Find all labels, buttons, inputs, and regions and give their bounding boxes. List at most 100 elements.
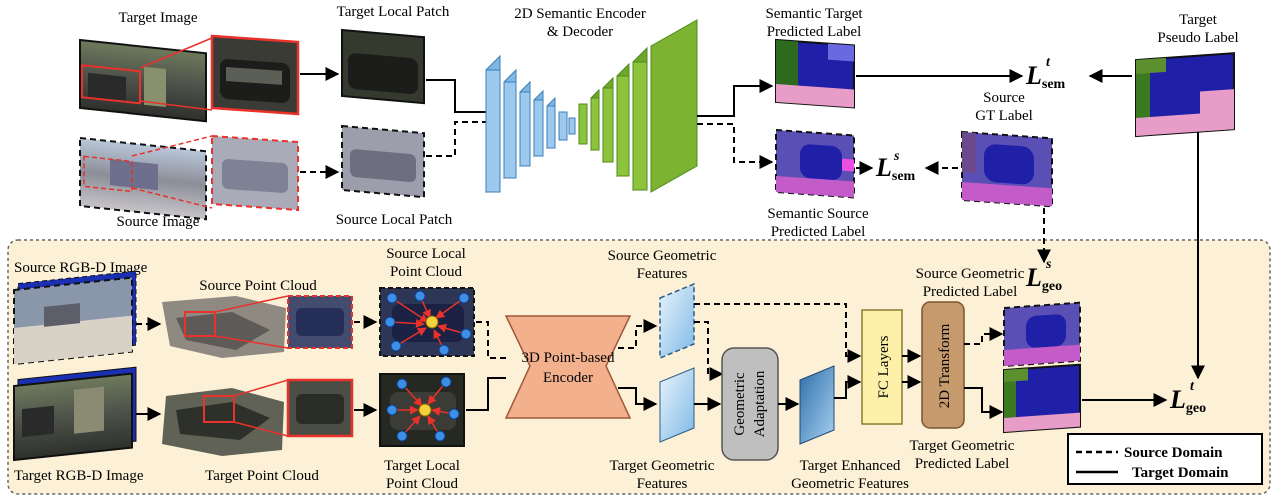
line-src-feat-to-fc: [694, 303, 862, 363]
geo-adapt-label-1: Geometric: [732, 372, 748, 436]
loss-sem-source: Lsem s: [875, 149, 916, 184]
zoom-line-source-pc-1: [214, 295, 289, 313]
svg-text:Lgeo: Lgeo: [1169, 385, 1206, 416]
svg-text:Lgeo: Lgeo: [1025, 263, 1062, 294]
target-pseudo-label-2: Pseudo Label: [1157, 30, 1238, 46]
transform2d-label: 2D Transform: [937, 323, 953, 408]
loss-geo-target: Lgeo t: [1169, 379, 1206, 416]
target-pc-zoom-patch: [286, 378, 354, 438]
loss-geo-source: Lgeo s: [1025, 257, 1062, 294]
src-geo-pred-label-1: Source Geometric: [916, 266, 1025, 282]
svg-text:s: s: [893, 149, 900, 164]
encoder3d-label-2: Encoder: [543, 370, 593, 386]
fc-layers-label: FC Layers: [876, 335, 892, 398]
encoder3d-block: [504, 315, 632, 419]
line-decoder-to-target: [697, 79, 774, 117]
zoom-line-source-2: [131, 187, 213, 209]
line-source-local-pc-to-encoder3d: [476, 321, 506, 359]
semantic-target-label-1: Semantic Target: [765, 6, 863, 22]
source-geometric-features: [659, 282, 695, 360]
encoder3d-label-1: 3D Point-based: [522, 350, 615, 366]
line-encoder3d-to-tgt-feat: [618, 387, 658, 411]
source-point-cloud-label: Source Point Cloud: [199, 278, 317, 294]
source-image: [79, 136, 207, 221]
line-enhanced-to-fc: [834, 375, 862, 399]
semantic-encoder-label-2: & Decoder: [547, 24, 613, 40]
line-target-to-encoder: [426, 79, 486, 113]
target-local-point-cloud: [379, 373, 465, 447]
target-pseudo-label-1: Target: [1179, 12, 1218, 28]
legend: Source Domain Target Domain: [1067, 433, 1263, 485]
target-local-patch: [341, 28, 425, 105]
fc-layers-block: [861, 309, 903, 425]
line-transform-to-src-pred: [964, 327, 1004, 345]
svg-text:Lsem: Lsem: [875, 153, 916, 184]
semantic-decoder: [578, 19, 698, 193]
semantic-encoder: [485, 54, 576, 194]
legend-target-text: Target Domain: [1132, 465, 1229, 481]
tgt-enh-label-1: Target Enhanced: [800, 458, 901, 474]
line-decoder-to-source: [697, 123, 774, 169]
source-pc-zoom-patch: [287, 295, 353, 349]
target-point-cloud: [162, 388, 284, 456]
target-image: [79, 38, 207, 123]
semantic-target-predicted-label: [775, 38, 855, 109]
zoom-line-target-pc-2: [233, 421, 289, 437]
source-geometric-predicted-label: [1003, 301, 1081, 368]
target-rgbd-image: [13, 366, 137, 462]
source-rgbd-label: Source RGB-D Image: [14, 260, 148, 276]
line-source-to-encoder: [426, 121, 486, 157]
tgt-geo-pred-label-2: Predicted Label: [915, 456, 1010, 472]
svg-text:s: s: [1045, 257, 1052, 272]
zoom-line-source-1: [131, 135, 213, 157]
target-geometric-features: [659, 367, 695, 443]
svg-text:t: t: [1190, 379, 1195, 394]
zoom-line-target-2: [139, 100, 213, 111]
geometric-adaptation-block: [721, 347, 779, 461]
geo-adapt-label-2: Adaptation: [752, 370, 768, 437]
line-encoder3d-to-src-feat: [618, 319, 658, 349]
target-zoom-patch: [210, 34, 300, 116]
loss-sem-target: Lsem t: [1025, 55, 1066, 92]
source-local-pc-label-2: Point Cloud: [390, 264, 463, 280]
legend-source-text: Source Domain: [1124, 445, 1223, 461]
source-gt-label-1: Source: [983, 90, 1025, 106]
source-gt-label: [961, 130, 1053, 208]
zoom-line-target-1: [139, 37, 213, 69]
semantic-source-label-2: Predicted Label: [771, 224, 866, 240]
target-local-pc-label-1: Target Local: [384, 458, 460, 474]
tgt-geo-feat-label-1: Target Geometric: [610, 458, 715, 474]
svg-text:Lsem: Lsem: [1025, 61, 1066, 92]
target-enhanced-features: [799, 365, 835, 445]
target-local-patch-label: Target Local Patch: [337, 4, 450, 20]
tgt-geo-feat-label-2: Features: [637, 476, 688, 492]
source-local-point-cloud: [379, 287, 475, 357]
zoom-line-source-pc-2: [214, 335, 289, 349]
target-point-cloud-label: Target Point Cloud: [205, 468, 319, 484]
src-geo-pred-label-2: Predicted Label: [923, 284, 1018, 300]
semantic-source-label-1: Semantic Source: [767, 206, 869, 222]
tgt-enh-label-2: Geometric Features: [791, 476, 909, 492]
src-geo-feat-label-2: Features: [637, 266, 688, 282]
semantic-encoder-label-1: 2D Semantic Encoder: [514, 6, 646, 22]
target-pseudo-label: [1135, 52, 1235, 138]
src-geo-feat-label-1: Source Geometric: [608, 248, 717, 264]
target-image-label: Target Image: [118, 10, 197, 26]
transform2d-block: [921, 301, 965, 429]
line-target-local-pc-to-encoder3d: [466, 377, 506, 411]
line-transform-to-tgt-pred: [964, 387, 1004, 419]
semantic-source-predicted-label: [775, 128, 855, 199]
zoom-line-target-pc-1: [233, 379, 289, 397]
source-image-label: Source Image: [117, 214, 200, 230]
target-local-pc-label-2: Point Cloud: [386, 476, 459, 492]
target-geometric-predicted-label: [1003, 363, 1081, 434]
source-gt-label-2: GT Label: [975, 108, 1033, 124]
target-rgbd-label: Target RGB-D Image: [14, 468, 144, 484]
source-local-patch-label: Source Local Patch: [336, 212, 453, 228]
svg-text:t: t: [1046, 55, 1051, 70]
source-local-pc-label-1: Source Local: [386, 246, 466, 262]
source-local-patch: [341, 124, 425, 199]
line-src-feat-to-adaptation: [694, 321, 724, 381]
tgt-geo-pred-label-1: Target Geometric: [910, 438, 1015, 454]
